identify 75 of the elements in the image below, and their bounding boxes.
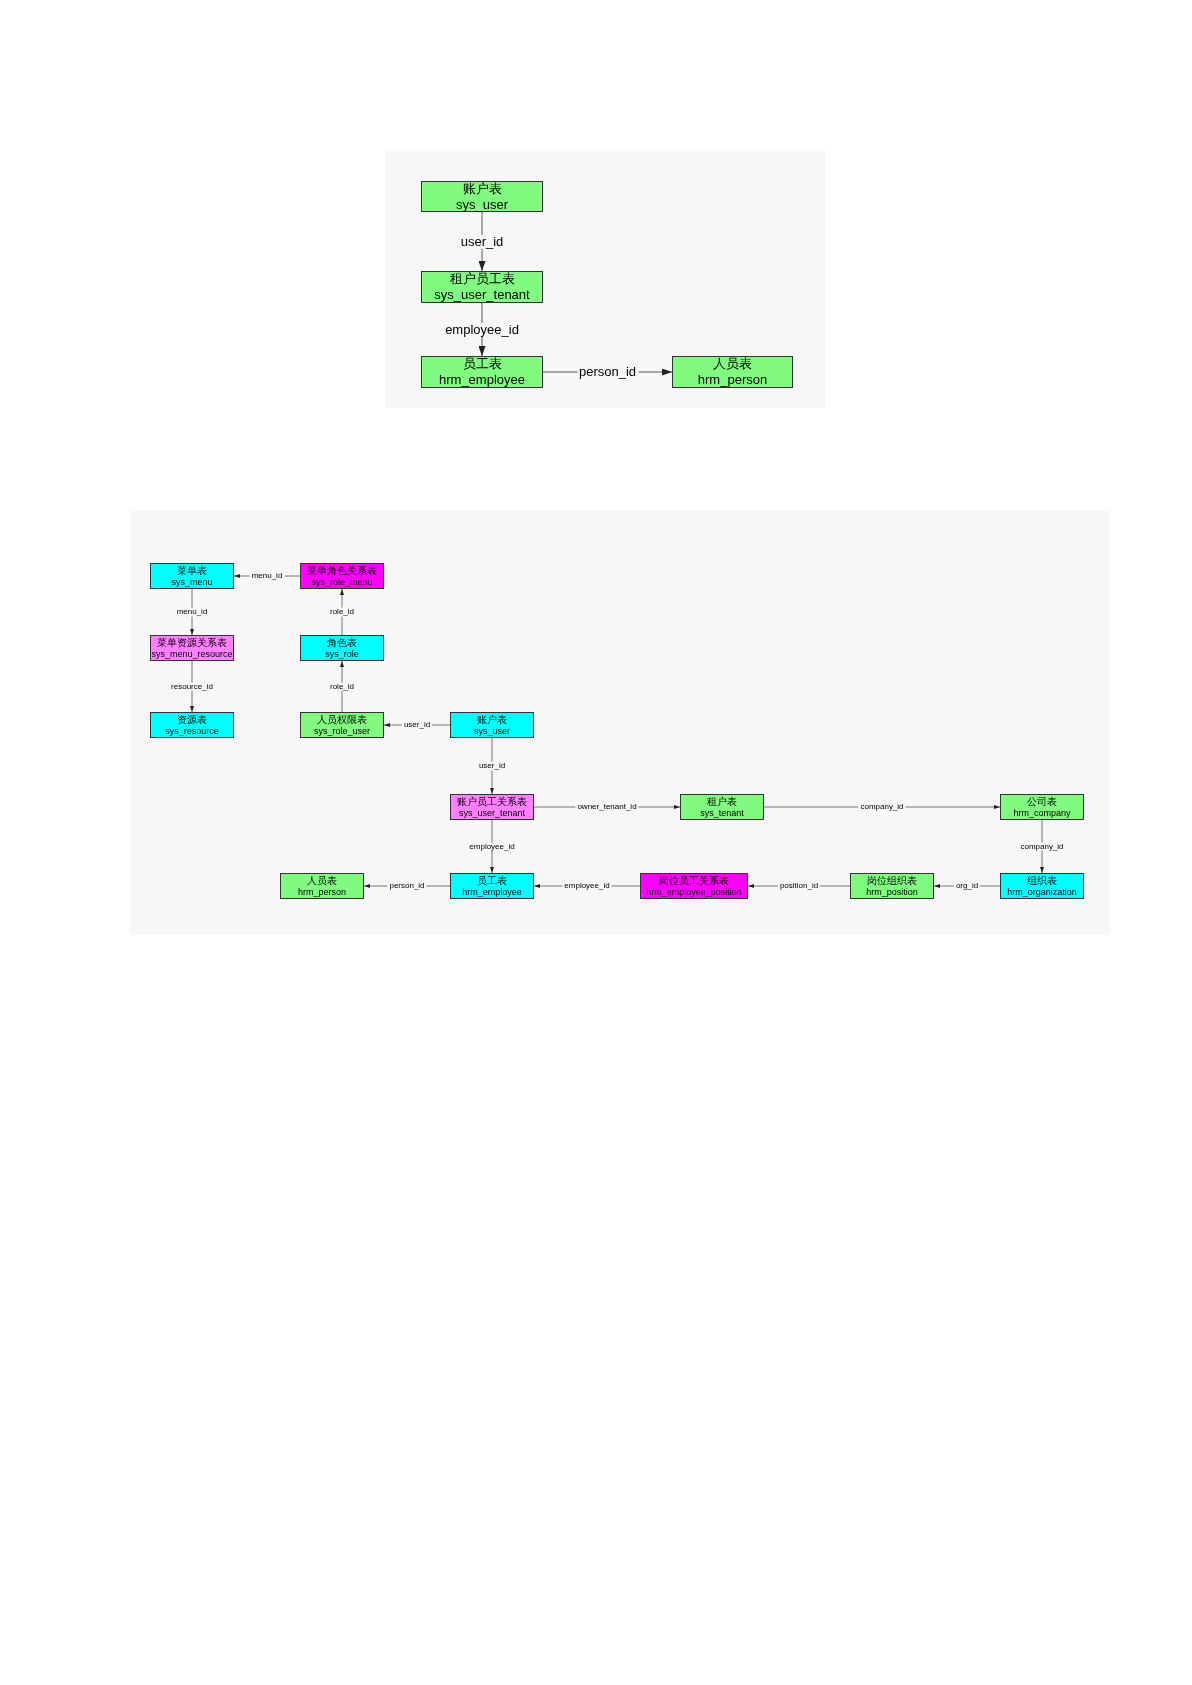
table-box: [1000, 873, 1084, 899]
edge-label: company_id: [858, 802, 906, 812]
edge-label: resource_id: [169, 682, 215, 691]
table-name: sys_user: [456, 196, 508, 213]
edge-label: employee_id: [562, 881, 612, 891]
table-box: [300, 712, 384, 738]
table-name: sys_resource: [165, 725, 219, 737]
table-name: sys_role_menu: [311, 576, 373, 588]
table-name: hrm_employee_position: [646, 886, 742, 898]
table-name: sys_user_tenant: [458, 807, 525, 819]
table-box: [421, 181, 543, 212]
edge-label: employee_id: [467, 842, 517, 851]
table-title: 账户员工关系表: [457, 795, 527, 808]
table-title: 员工表: [462, 356, 502, 372]
table-box: [450, 873, 534, 899]
table-box: [150, 712, 234, 738]
table-box: [450, 712, 534, 738]
table-box: [300, 563, 384, 589]
table-box: [450, 794, 534, 820]
table-title: 公司表: [1027, 795, 1057, 808]
edge-label: company_id: [1018, 842, 1066, 851]
edge-label: user_id: [458, 234, 506, 249]
edge-label: user_id: [401, 720, 433, 730]
edge-label: person_id: [387, 881, 427, 891]
table-name: sys_user: [474, 725, 510, 737]
table-title: 组织表: [1027, 874, 1057, 887]
table-title: 人员权限表: [317, 713, 367, 726]
table-title: 菜单表: [177, 564, 207, 577]
table-name: hrm_position: [866, 886, 918, 898]
table-name: sys_role_user: [314, 725, 370, 737]
table-name: hrm_person: [298, 886, 346, 898]
table-box: [421, 356, 543, 388]
table-title: 租户员工表: [449, 271, 515, 287]
table-box: [421, 271, 543, 303]
table-title: 角色表: [327, 636, 357, 649]
table-box: [640, 873, 748, 899]
table-name: sys_role: [325, 648, 359, 660]
table-box: [1000, 794, 1084, 820]
edge-label: position_id: [777, 881, 821, 891]
table-box: [300, 635, 384, 661]
table-title: 菜单资源关系表: [157, 636, 227, 649]
edge-label: user_id: [476, 761, 508, 771]
edge-label: role_id: [328, 682, 356, 691]
table-box: [150, 635, 234, 661]
table-title: 岗位组织表: [867, 874, 917, 887]
table-box: [672, 356, 793, 388]
table-name: hrm_company: [1013, 807, 1071, 819]
edge-label: menu_id: [249, 571, 285, 581]
edge-label: owner_tenant_id: [575, 802, 639, 812]
table-box: [850, 873, 934, 899]
table-name: hrm_employee: [462, 886, 522, 898]
table-name: hrm_employee: [439, 372, 525, 388]
edge-label: org_id: [953, 881, 981, 891]
table-title: 资源表: [177, 713, 207, 726]
table-name: hrm_person: [697, 372, 768, 388]
table-name: sys_menu_resource: [151, 648, 233, 660]
table-title: 岗位员工关系表: [659, 874, 729, 887]
table-box: [680, 794, 764, 820]
table-name: sys_menu: [171, 576, 213, 588]
table-title: 菜单角色关系表: [307, 564, 377, 577]
table-title: 账户表: [462, 180, 502, 197]
table-title: 人员表: [307, 874, 337, 887]
table-title: 员工表: [477, 874, 507, 887]
table-name: hrm_organization: [1007, 886, 1077, 898]
table-title: 账户表: [477, 713, 507, 726]
edge-label: person_id: [576, 364, 639, 380]
table-box: [150, 563, 234, 589]
table-name: sys_tenant: [700, 807, 744, 819]
table-name: sys_user_tenant: [434, 287, 530, 303]
edge-label: role_id: [328, 607, 356, 617]
table-title: 租户表: [707, 795, 737, 808]
table-box: [280, 873, 364, 899]
edge-label: employee_id: [443, 322, 521, 337]
table-title: 人员表: [713, 356, 752, 372]
edge-label: menu_id: [174, 607, 210, 617]
